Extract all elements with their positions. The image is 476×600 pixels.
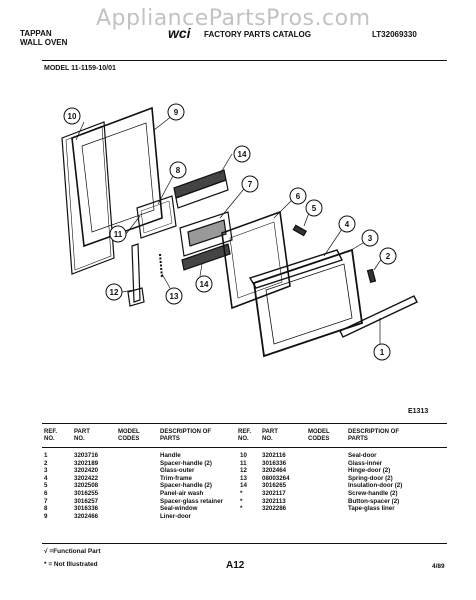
hdr-model-right: MODEL CODES (308, 429, 330, 442)
hdr-desc-left: DESCRIPTION OF PARTS (160, 429, 212, 442)
hinge-door (131, 243, 141, 303)
functional-part-note: √ =Functional Part (44, 548, 101, 555)
callout-2: 2 (386, 252, 391, 261)
callout-markers: 10 9 14 8 7 6 5 4 3 2 1 11 12 13 14 (63, 103, 397, 361)
callout-11: 11 (114, 230, 123, 239)
hdr-desc-right: DESCRIPTION OF PARTS (348, 429, 400, 442)
brand-line-2: WALL OVEN (20, 38, 68, 47)
table-top-rule (42, 423, 447, 424)
model-number: MODEL 11-1159-10/01 (44, 65, 116, 72)
exploded-diagram: 10 9 14 8 7 6 5 4 3 2 1 11 12 13 14 (61, 103, 418, 361)
revision-date: 4/89 (432, 563, 445, 570)
hdr-model-left: MODEL CODES (118, 429, 140, 442)
glass-inner (136, 195, 177, 239)
callout-9: 9 (174, 108, 179, 117)
seal-door (61, 121, 115, 275)
callout-8: 8 (176, 166, 181, 175)
figure-id: E1313 (408, 408, 429, 415)
header-rule (42, 60, 447, 61)
spacer-assembly (179, 211, 233, 257)
hdr-ref-right: REF. NO. (238, 429, 252, 442)
table-header-rule (42, 447, 447, 448)
callout-7: 7 (248, 180, 253, 189)
wci-logo: wci (168, 25, 206, 45)
callout-3: 3 (368, 234, 373, 243)
liner-door (71, 106, 163, 248)
callout-12: 12 (110, 288, 119, 297)
callout-13: 13 (170, 292, 179, 301)
hdr-part-right: PART NO. (262, 429, 278, 442)
glass-outer (253, 248, 363, 358)
footer-rule (42, 543, 447, 544)
callout-6: 6 (296, 192, 301, 201)
svg-text:wci: wci (168, 26, 192, 40)
callout-5: 5 (312, 204, 317, 213)
catalog-code: LT32069330 (372, 30, 417, 39)
panel-air-wash (221, 210, 291, 310)
hdr-ref-left: REF. NO. (44, 429, 58, 442)
callout-14-lower: 14 (200, 280, 209, 289)
callout-10: 10 (68, 112, 77, 121)
callout-14-upper: 14 (238, 150, 247, 159)
watermark: AppliancePartsPros.com (96, 6, 371, 31)
callout-4: 4 (345, 220, 350, 229)
not-illustrated-note: * = Not Illustrated (44, 561, 98, 568)
handle (339, 295, 418, 338)
brand-line-1: TAPPAN (20, 29, 52, 38)
callout-1: 1 (380, 348, 385, 357)
page-number: A12 (226, 560, 245, 571)
insulation-lower (181, 243, 231, 271)
catalog-title: FACTORY PARTS CATALOG (204, 30, 311, 39)
hdr-part-left: PART NO. (74, 429, 90, 442)
